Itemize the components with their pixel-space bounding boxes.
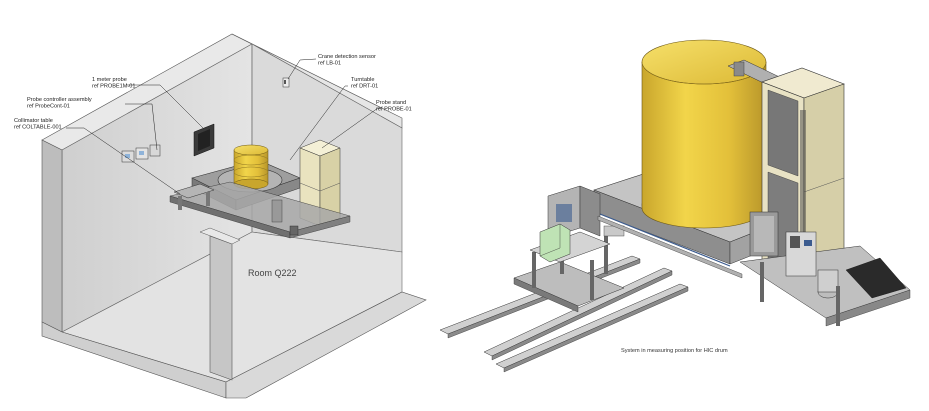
label-crane-l1: Crane detection sensor [318, 54, 376, 60]
collimator-frame [513, 185, 625, 313]
label-turntable-l1: Turntable [351, 77, 374, 83]
label-collimator-l2: ref COLTABLE-001 [14, 125, 62, 131]
front-partition-side [209, 235, 233, 381]
label-controller-l2: ref ProbeCont-01 [27, 104, 70, 110]
probe-controller-boxes [121, 144, 161, 163]
label-probe-l2: ref PROBE1M-01 [92, 84, 136, 90]
drum-small [233, 144, 269, 190]
label-collimator-l1: Collimator table [14, 118, 53, 124]
caption: System in measuring position for HIC dru… [621, 348, 728, 354]
room-label: Room Q222 [248, 268, 297, 278]
crane-sensor [282, 77, 290, 88]
label-turntable-l2: ref DRT-01 [351, 84, 378, 90]
right-equipment: System in measuring position for HIC dru… [439, 39, 911, 373]
left-equipment [121, 77, 351, 239]
label-crane-l2: ref LB-01 [318, 61, 341, 67]
leader-lines [66, 58, 380, 195]
label-controller-l1: Probe controller assembly [27, 97, 92, 103]
label-probe-l1: 1 meter probe [92, 77, 127, 83]
drum-large [641, 39, 767, 229]
part-labels: Crane detection sensor ref LB-01 1 meter… [14, 54, 412, 278]
partition-cap [199, 227, 241, 245]
one-meter-probe-box [193, 123, 215, 157]
wall-front-right [225, 291, 427, 399]
right-base-rig [739, 211, 911, 327]
label-stand-l2: ref PROBE-01 [376, 107, 412, 113]
wall-outer-left [41, 139, 63, 333]
label-stand-l1: Probe stand [376, 100, 406, 106]
